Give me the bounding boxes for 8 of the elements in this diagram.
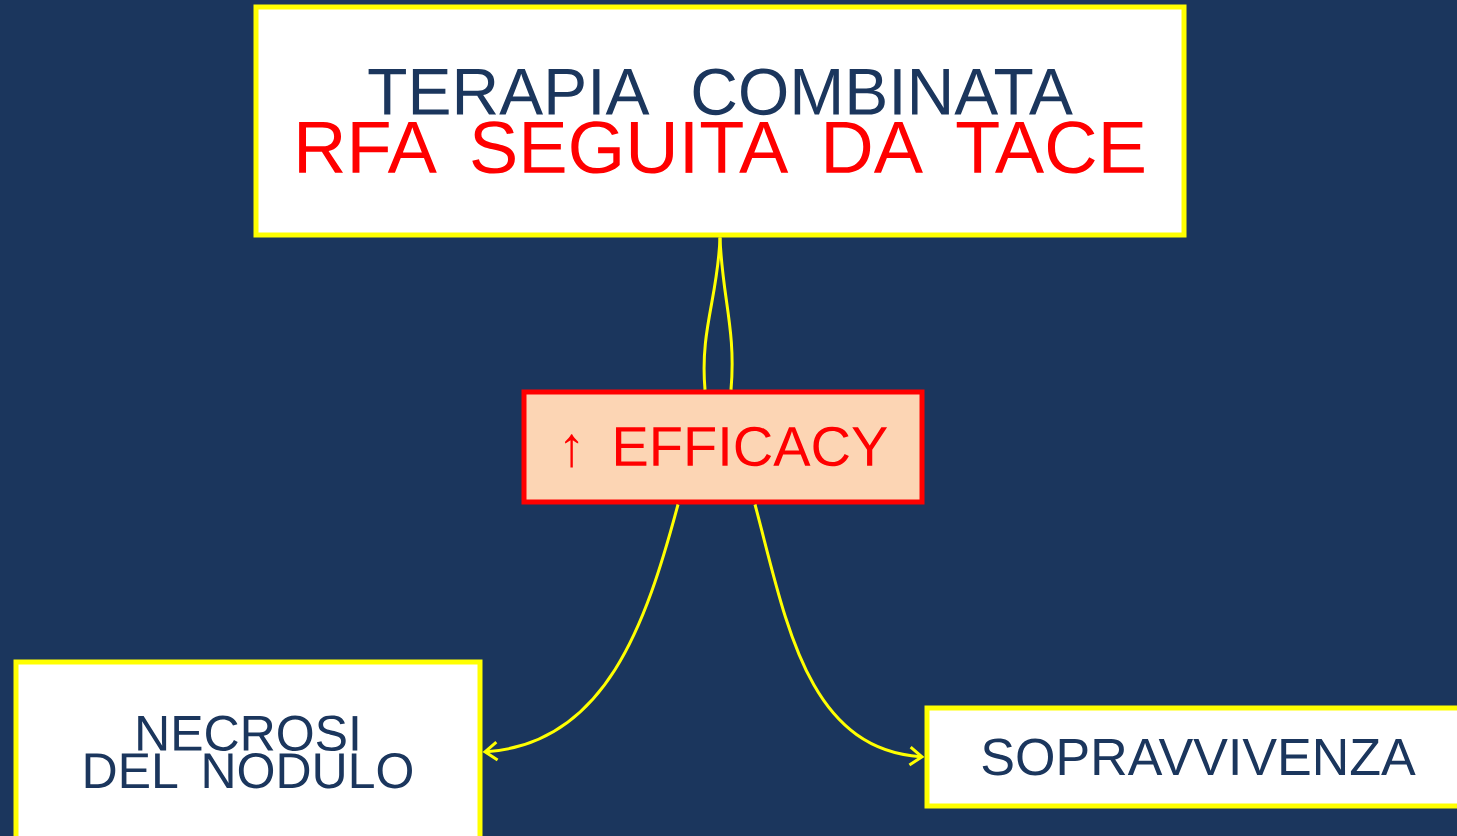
- result-box: NECROSI DEL NODULO: [13, 659, 483, 836]
- arrow: [753, 504, 925, 767]
- arrow: [482, 504, 680, 762]
- connector-line: [718, 237, 734, 390]
- title-box: TERAPIA COMBINATA RFA SEGUITA DA TACE: [253, 4, 1187, 238]
- result-box: SOPRAVVIVENZA: [924, 705, 1457, 809]
- effect-box: ↑ EFFICACY: [521, 389, 925, 505]
- connector-line: [702, 237, 722, 390]
